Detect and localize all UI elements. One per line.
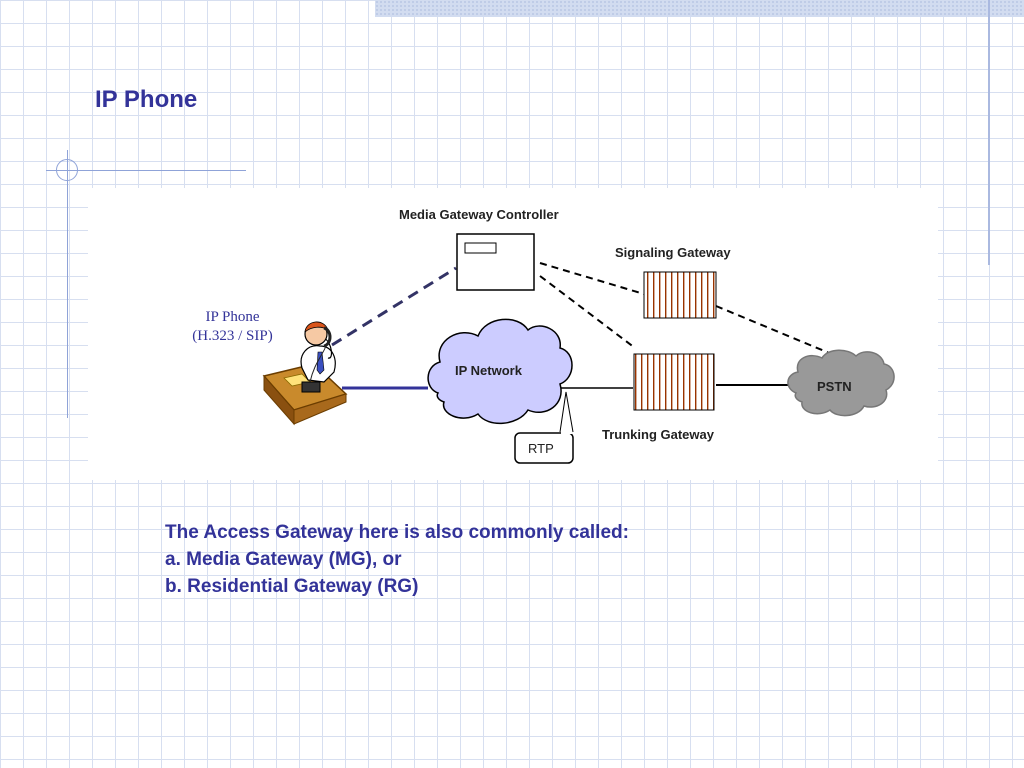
decorative-top-band <box>375 0 1024 17</box>
pstn-label: PSTN <box>817 379 852 394</box>
body-line-3: b. Residential Gateway (RG) <box>165 576 419 597</box>
decorative-vertical-rule <box>67 150 68 418</box>
signaling-gateway-label: Signaling Gateway <box>615 245 731 260</box>
body-text: The Access Gateway here is also commonly… <box>165 519 629 600</box>
pstn-cloud: PSTN <box>787 349 895 417</box>
link-mgc-to-signaling <box>539 262 645 295</box>
link-mgc-to-trunking <box>539 275 636 349</box>
ip-phone-caption: IP Phone (H.323 / SIP) <box>160 308 305 346</box>
link-phone-to-mgc <box>331 266 457 347</box>
body-line-1: The Access Gateway here is also commonly… <box>165 522 629 543</box>
ip-network-cloud: IP Network <box>427 318 573 425</box>
rtp-label: RTP <box>528 441 554 456</box>
mgc-panel-slot <box>464 242 497 254</box>
decorative-right-rule <box>988 0 990 265</box>
rtp-callout: RTP <box>514 391 574 464</box>
network-diagram: Media Gateway Controller Signaling Gatew… <box>88 188 938 480</box>
ip-network-label: IP Network <box>455 363 523 378</box>
trunking-gateway-box <box>633 353 715 411</box>
slide-title: IP Phone <box>95 86 198 113</box>
ip-phone-user-icon <box>262 321 348 426</box>
trunking-gateway-label: Trunking Gateway <box>602 427 715 442</box>
media-gateway-controller-box <box>456 233 535 291</box>
ip-phone-caption-line1: IP Phone <box>205 309 260 325</box>
signaling-gateway-box <box>643 271 717 319</box>
body-line-2: a. Media Gateway (MG), or <box>165 549 402 570</box>
link-signaling-to-pstn <box>715 305 835 356</box>
decorative-crosshair-circle <box>56 159 78 181</box>
ip-phone-caption-line2: (H.323 / SIP) <box>192 328 273 344</box>
network-diagram-canvas: Media Gateway Controller Signaling Gatew… <box>262 207 895 464</box>
mgc-label: Media Gateway Controller <box>399 207 559 222</box>
decorative-horizontal-rule <box>46 170 246 171</box>
